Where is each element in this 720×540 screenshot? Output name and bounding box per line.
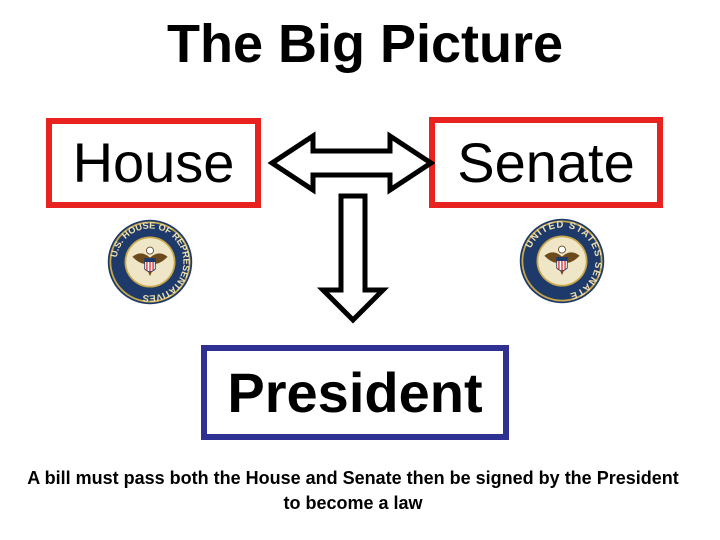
president-box: President [201, 345, 509, 440]
president-label: President [227, 360, 483, 424]
senate-label: Senate [457, 130, 635, 194]
senate-seal-logo: UNITED STATES SENATE [519, 218, 605, 304]
diagram-title: The Big Picture [166, 14, 564, 74]
caption-text: A bill must pass both the House and Sena… [27, 468, 679, 513]
down-arrow-icon [316, 193, 390, 324]
senate-box: Senate [429, 117, 663, 208]
house-seal-logo: U.S. HOUSE OF REPRESENTATIVES [107, 219, 193, 305]
house-label: House [72, 131, 235, 194]
double-arrow-icon [267, 131, 436, 195]
house-box: House [46, 118, 261, 208]
